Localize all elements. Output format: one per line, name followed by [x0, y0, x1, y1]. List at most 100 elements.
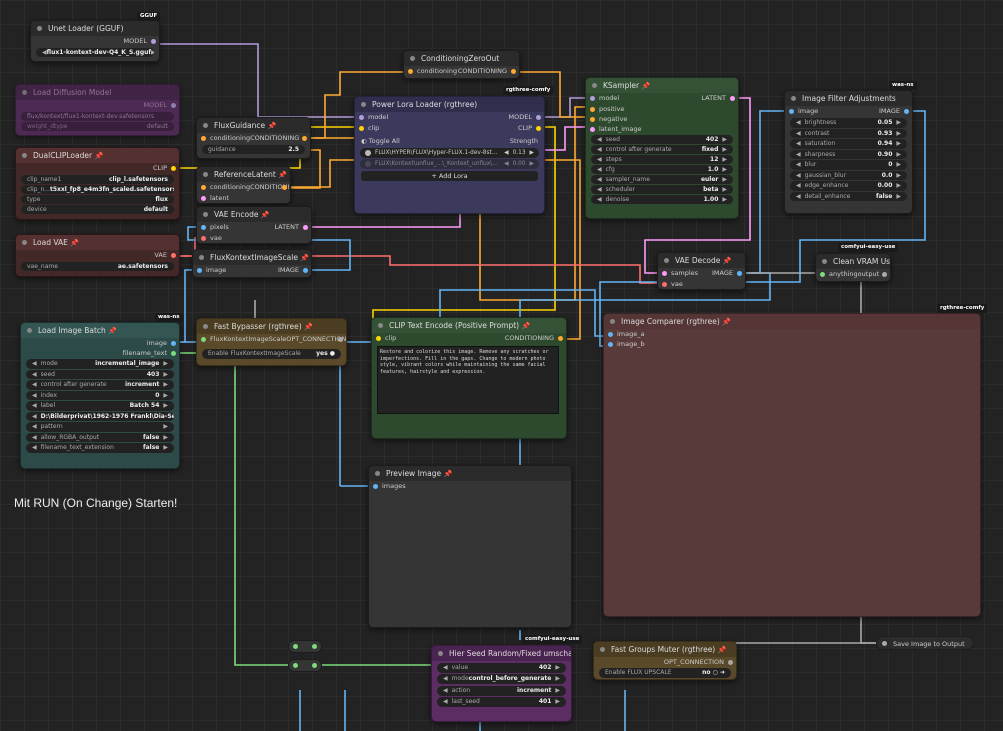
arrow-right-icon[interactable]: ▶ [163, 381, 168, 388]
output-model[interactable]: MODEL [31, 36, 159, 47]
toggle-icon[interactable] [365, 150, 371, 156]
arrow-right-icon[interactable]: ▶ [896, 129, 901, 137]
arrow-right-icon[interactable]: ▶ [555, 686, 560, 694]
node-unet-loader[interactable]: Unet Loader (GGUF) MODEL ◀flux1-kontext-… [30, 20, 160, 62]
node-load-image-batch[interactable]: Load Image Batch 📌 image filename_text ◀… [20, 322, 180, 469]
arrow-left-icon[interactable]: ◀ [32, 370, 37, 378]
arrow-left-icon[interactable]: ◀ [796, 119, 801, 126]
arrow-left-icon[interactable]: ◀ [32, 402, 37, 409]
arrow-left-icon[interactable]: ◀ [796, 150, 801, 158]
arrow-right-icon[interactable]: ▶ [163, 370, 168, 378]
input-vae[interactable]: vae [197, 233, 311, 243]
node-title[interactable]: CLIP Text Encode (Positive Prompt) 📌 [372, 318, 566, 333]
arrow-right-icon[interactable]: ▶ [896, 150, 901, 158]
arrow-right-icon[interactable]: ▶ [896, 171, 901, 179]
arrow-right-icon[interactable]: ▶ [163, 402, 168, 409]
input-positive[interactable]: positive [586, 104, 738, 114]
node-title[interactable]: KSampler 📌 [586, 78, 738, 93]
reroute-node[interactable] [288, 659, 322, 672]
arrow-left-icon[interactable]: ◀ [597, 146, 602, 153]
lora-row-1[interactable]: FLUX\HYPER\FLUX\Hyper-FLUX.1-dev-8steps-… [360, 148, 539, 158]
input-image-a[interactable]: image_a [604, 329, 980, 339]
arrow-left-icon[interactable]: ◀ [504, 150, 509, 156]
lora-strength[interactable]: 0.00 [512, 161, 526, 167]
reroute-node[interactable] [288, 640, 322, 653]
arrow-right-icon[interactable]: ▶ [722, 186, 727, 193]
toggle-all-button[interactable]: ◐ Toggle All [361, 136, 400, 147]
output-image[interactable]: image [21, 338, 179, 348]
input-images[interactable]: images [369, 481, 571, 492]
node-title[interactable]: DualCLIPLoader 📌 [16, 148, 179, 163]
prompt-textarea[interactable]: Restore and colorize this image. Remove … [377, 346, 559, 414]
arrow-left-icon[interactable]: ◀ [796, 140, 801, 147]
arrow-right-icon[interactable]: ▶ [896, 140, 901, 147]
arrow-right-icon[interactable]: ▶ [555, 675, 560, 682]
arrow-left-icon[interactable]: ◀ [443, 675, 448, 682]
node-title[interactable]: VAE Decode 📌 [658, 253, 745, 268]
arrow-right-icon[interactable]: ▶ [896, 161, 901, 168]
lora-row-2[interactable]: FLUX\Kontext\unflux_...\_Kontext_unflux\… [360, 159, 539, 169]
arrow-right-icon[interactable]: ▶ [529, 150, 534, 156]
arrow-left-icon[interactable]: ◀ [796, 161, 801, 168]
arrow-left-icon[interactable]: ◀ [796, 182, 801, 189]
node-title[interactable]: Fast Groups Muter (rgthree) 📌 [594, 642, 736, 657]
node-seed-toggle[interactable]: Hier Seed Random/Fixed umschalten! 📌 ◀va… [431, 645, 572, 722]
arrow-right-icon[interactable]: ▶ [722, 156, 727, 163]
arrow-right-icon[interactable]: ▶ [163, 444, 168, 451]
node-title[interactable]: Fast Bypasser (rgthree) 📌 [197, 319, 346, 334]
node-title[interactable]: FluxGuidance 📌 [197, 118, 310, 133]
output-clip[interactable]: CLIP [16, 163, 179, 174]
arrow-right-icon[interactable]: ▶ [896, 192, 901, 200]
widget-row[interactable]: ◀p...D:\Bilderprivat\1962-1976 Frankl\Di… [26, 411, 174, 421]
node-title[interactable]: Load Image Batch 📌 [21, 323, 179, 338]
node-title[interactable]: Image Comparer (rgthree) 📌 [604, 314, 980, 329]
arrow-left-icon[interactable]: ◀ [443, 698, 448, 705]
widget-model-name[interactable]: flux/kontext/flux1-kontext-dev.safetenso… [21, 112, 174, 121]
arrow-right-icon[interactable]: ▶ [722, 176, 727, 183]
arrow-left-icon[interactable]: ◀ [796, 192, 801, 200]
arrow-right-icon[interactable]: ▶ [722, 146, 727, 153]
arrow-left-icon[interactable]: ◀ [597, 136, 602, 143]
arrow-left-icon[interactable]: ◀ [796, 171, 801, 179]
arrow-left-icon[interactable]: ◀ [32, 360, 37, 367]
arrow-left-icon[interactable]: ◀ [32, 412, 37, 420]
node-title[interactable]: FluxKontextImageScale 📌 [193, 250, 311, 265]
widget-unet-name[interactable]: ◀flux1-kontext-dev-Q4_K_S.gguf▶ [36, 48, 154, 57]
arrow-left-icon[interactable]: ◀ [597, 196, 602, 203]
input-negative[interactable]: negative [586, 114, 738, 124]
arrow-right-icon[interactable]: ▶ [896, 182, 901, 189]
arrow-left-icon[interactable]: ◀ [32, 391, 37, 399]
node-load-diffusion-model[interactable]: Load Diffusion Model MODEL flux/kontext/… [15, 84, 180, 136]
arrow-right-icon[interactable]: ▶ [163, 423, 168, 430]
node-image-comparer[interactable]: Image Comparer (rgthree) 📌 image_a image… [603, 313, 981, 617]
